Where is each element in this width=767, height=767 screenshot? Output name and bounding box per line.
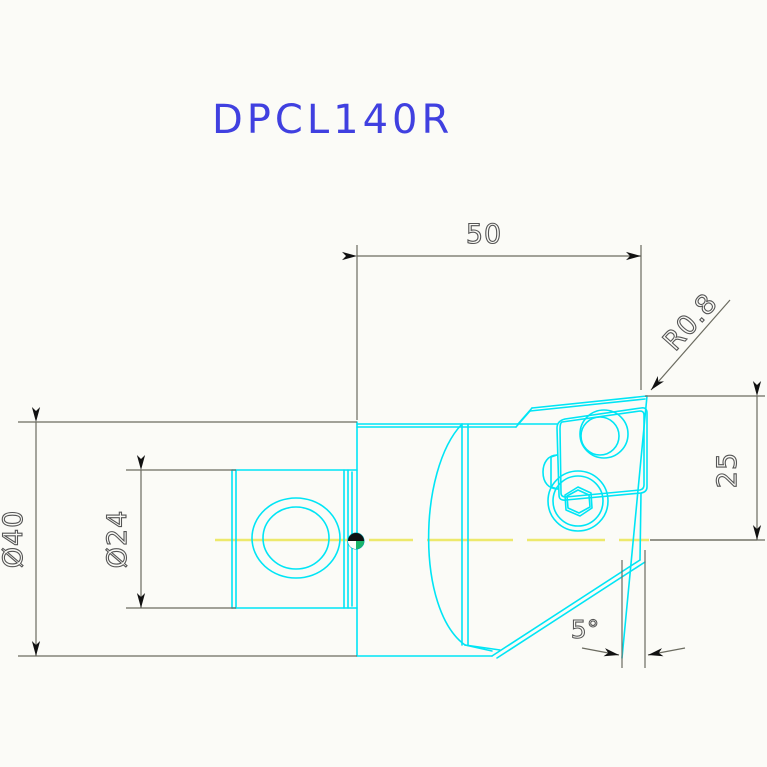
page-title: DPCL140R [212, 97, 453, 143]
dimension-label-angle-5: 5° [571, 615, 599, 644]
dimension-length-50 [342, 245, 642, 420]
dimension-label-length-50: 50 [466, 219, 502, 250]
dimension-radius-08 [650, 299, 731, 391]
dimension-label-diameter-40: Ø40 [0, 510, 29, 569]
dimension-lines [18, 245, 765, 668]
snap-marker[interactable] [347, 532, 365, 550]
insert-hole [579, 409, 629, 459]
clamp-screw [547, 470, 609, 532]
dimension-label-diameter-24: Ø24 [102, 510, 133, 569]
dimension-height-25 [645, 381, 765, 541]
insert [542, 407, 648, 501]
dimension-angle-5 [581, 550, 686, 668]
dimension-diameter-24 [126, 455, 236, 609]
dimension-label-height-25: 25 [712, 452, 743, 488]
dimension-diameter-40 [18, 407, 357, 657]
dimension-label-radius-08: R0.8 [657, 288, 724, 358]
shank-bore [251, 497, 341, 579]
